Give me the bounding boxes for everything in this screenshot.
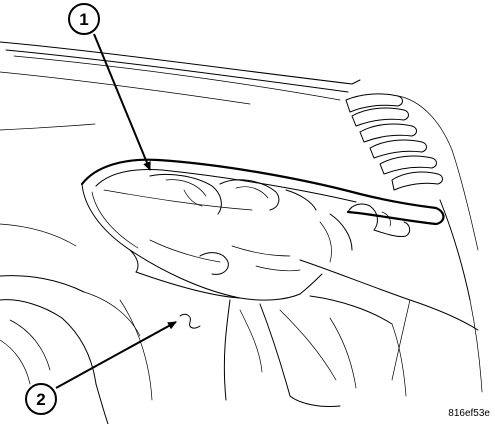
hood-panel-lines xyxy=(0,41,361,131)
figure-reference-code: 816ef53e xyxy=(448,408,490,419)
callout-1-label: 1 xyxy=(79,10,88,29)
callout-2: 2 xyxy=(25,321,177,415)
headlamp-assembly xyxy=(80,158,445,301)
wiring-harness xyxy=(179,295,407,407)
callout-1: 1 xyxy=(68,3,151,171)
fascia-lines xyxy=(299,199,483,393)
callout-2-label: 2 xyxy=(36,390,45,409)
grille-slats xyxy=(345,93,479,251)
radiator-fan-area xyxy=(0,223,153,424)
